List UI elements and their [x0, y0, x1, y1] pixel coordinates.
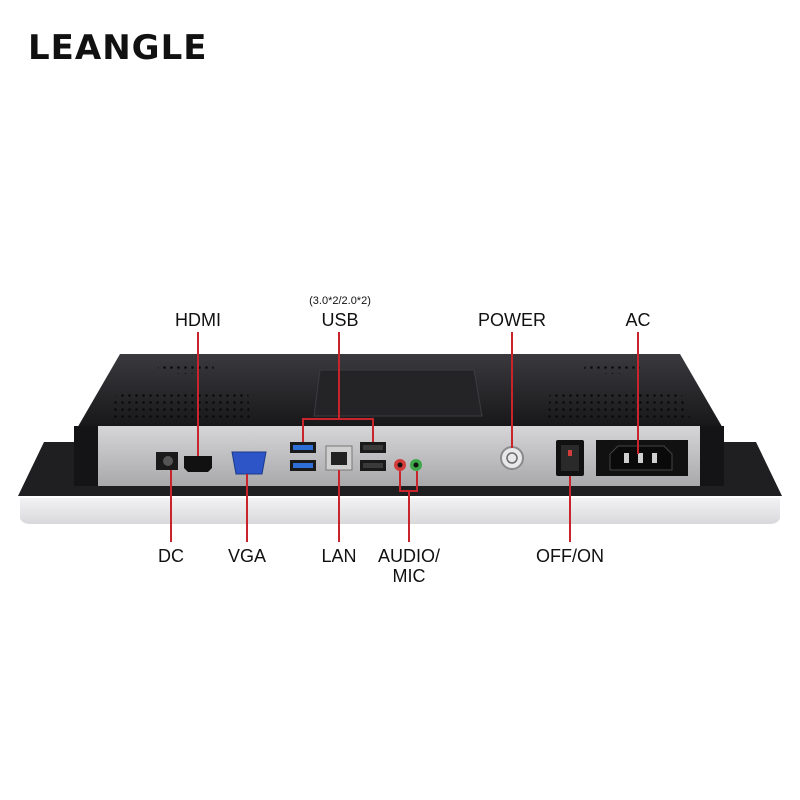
callout-line-lan	[338, 470, 340, 542]
usb3-port-2-tongue	[293, 463, 313, 468]
power-button-ring	[506, 452, 518, 464]
callout-line-usb-left	[302, 418, 304, 442]
dc-jack-pin	[163, 456, 173, 466]
mic-jack-hole	[397, 462, 403, 468]
label-usb-spec: (3.0*2/2.0*2)	[309, 295, 371, 307]
ac-pin-3	[652, 453, 657, 463]
vga-port	[231, 451, 267, 475]
label-dc: DC	[158, 546, 184, 566]
label-usb: USB	[321, 310, 359, 330]
power-button	[500, 446, 524, 470]
label-audio-line2: MIC	[392, 566, 426, 586]
speaker-right	[584, 362, 640, 374]
speaker-left	[158, 362, 214, 374]
label-audio-mic: AUDIO/ MIC	[370, 546, 448, 586]
ac-pin-1	[624, 453, 629, 463]
usb3-port-1-tongue	[293, 445, 313, 450]
label-audio-line1: AUDIO/	[377, 546, 440, 566]
hdmi-port	[184, 456, 212, 472]
callout-line-hdmi	[197, 332, 199, 456]
label-hdmi: HDMI	[175, 310, 221, 330]
label-off-on: OFF/ON	[536, 546, 604, 566]
callout-line-audio-left	[399, 471, 401, 491]
audio-jack-hole	[413, 462, 419, 468]
bracket-right	[700, 426, 724, 486]
usb2-port-1-tongue	[363, 445, 383, 450]
rocker-switch-mark	[568, 450, 572, 456]
vesa-plate	[313, 369, 483, 417]
label-ac: AC	[625, 310, 651, 330]
label-vga: VGA	[227, 546, 266, 566]
callout-line-audio-stem	[408, 490, 410, 542]
callout-line-usb-stem	[338, 332, 340, 418]
bracket-left	[74, 426, 98, 486]
label-power: POWER	[477, 310, 546, 330]
label-lan: LAN	[321, 546, 357, 566]
callout-line-power	[511, 332, 513, 448]
callout-line-usb-bar	[302, 418, 374, 420]
vent-left	[110, 390, 250, 418]
callout-line-usb-right	[372, 418, 374, 442]
lan-port-socket	[331, 452, 347, 465]
brand-logo: LEANGLE	[28, 28, 208, 68]
ac-pin-2	[638, 453, 643, 463]
front-bezel	[20, 498, 780, 524]
callout-line-vga	[246, 474, 248, 542]
rocker-switch-face	[561, 445, 579, 471]
callout-line-audio-right	[416, 471, 418, 491]
usb2-port-2-tongue	[363, 463, 383, 468]
callout-line-ac	[637, 332, 639, 454]
callout-line-dc	[170, 470, 172, 542]
vent-right	[548, 390, 690, 418]
callout-line-offon	[569, 476, 571, 542]
